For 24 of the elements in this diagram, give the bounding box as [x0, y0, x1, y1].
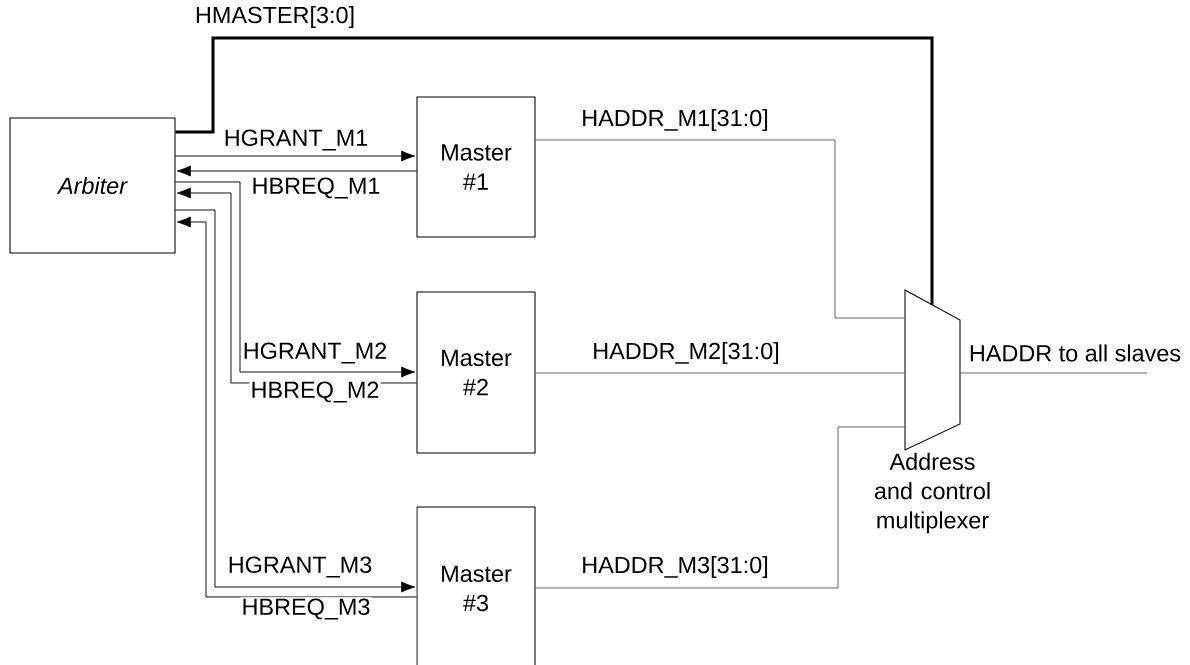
edge-label: HBREQ_M3: [240, 597, 372, 621]
edge-label: HADDR_M2[31:0]: [591, 340, 781, 366]
edge-label: HBREQ_M1: [250, 176, 382, 200]
connector: [175, 36, 934, 305]
block-box: Master #3: [416, 506, 536, 665]
edge-label: HADDR_M3[31:0]: [580, 554, 770, 580]
edge-label: HMASTER[3:0]: [193, 4, 357, 30]
connector: [535, 139, 906, 319]
edge-label: HADDR_M1[31:0]: [580, 107, 770, 133]
edge-label: HADDR to all slaves: [967, 343, 1183, 363]
connector: [176, 165, 417, 177]
multiplexer-label: Address and control multiplexer: [874, 452, 990, 534]
connector: [535, 426, 906, 589]
block-box: Arbiter: [9, 117, 176, 254]
block-box: Master #2: [416, 291, 536, 454]
edge-label: HGRANT_M3: [226, 555, 374, 579]
multiplexer-symbol: [904, 289, 961, 451]
connector: [959, 372, 1148, 374]
edge-label: HGRANT_M1: [222, 128, 370, 152]
edge-label: HBREQ_M2: [249, 380, 381, 404]
connector: [535, 372, 906, 374]
connector: [175, 150, 416, 162]
block-box: Master #1: [416, 96, 536, 238]
edge-label: HGRANT_M2: [241, 341, 389, 365]
